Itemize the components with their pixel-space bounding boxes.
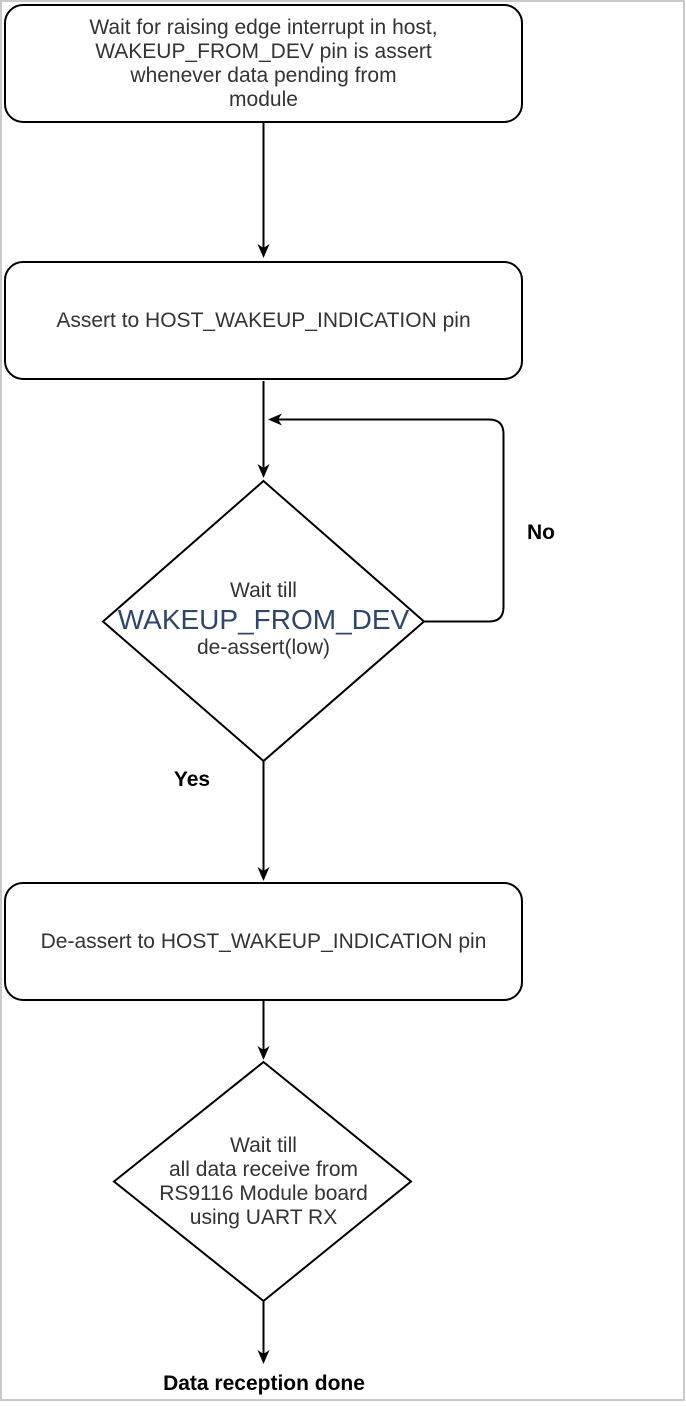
edge-label-yes: Yes (173, 768, 211, 791)
wait-deassert-signal-name: WAKEUP_FROM_DEV (117, 604, 410, 635)
node-start-label: Wait for raising edge interrupt in host,… (89, 15, 438, 111)
edge-label-no: No (527, 521, 555, 544)
node-wait-deassert-label: Wait till WAKEUP_FROM_DEV de-assert(low) (103, 579, 424, 660)
process-box-assert-indication (4, 261, 523, 380)
node-assert-indication-label: Assert to HOST_WAKEUP_INDICATION pin (56, 308, 471, 332)
node-deassert-indication-label: De-assert to HOST_WAKEUP_INDICATION pin (40, 929, 487, 953)
wait-deassert-line1: Wait till (230, 579, 297, 602)
process-box-deassert-indication (4, 882, 523, 1001)
node-done-label: Data reception done (163, 1372, 365, 1395)
node-wait-data-label: Wait till all data receive from RS9116 M… (159, 1134, 368, 1229)
process-box-start (4, 4, 523, 123)
edge-no-loop (268, 413, 505, 623)
wait-deassert-line3: de-assert(low) (196, 636, 331, 659)
